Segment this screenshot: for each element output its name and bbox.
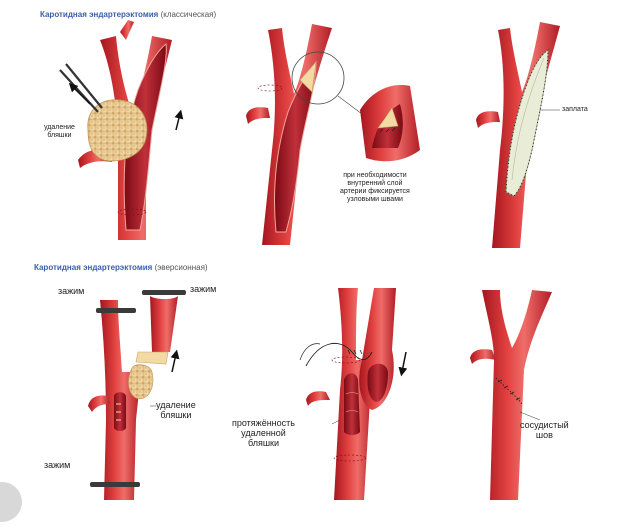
label-vascular-suture: сосудистый шов — [520, 420, 569, 440]
classic-title-text: Каротидная эндартерэктомия — [40, 10, 159, 19]
eversion-section-title: Каротидная эндартерэктомия (эверсионная) — [34, 263, 208, 272]
classic-subtitle-text: (классическая) — [160, 10, 217, 19]
eversion-title-text: Каротидная эндартерэктомия — [34, 263, 153, 272]
label-plaque-removal-bottom: удаление бляшки — [156, 400, 196, 420]
label-clamp-right-top: зажим — [190, 284, 217, 294]
label-plaque-removal-top: удаление бляшки — [44, 124, 75, 139]
label-inner-layer-note: при необходимости внутренний слой артери… — [340, 172, 410, 203]
label-patch: заплата — [562, 106, 588, 113]
label-clamp-bottom: зажим — [44, 460, 71, 470]
clamp-top-left — [96, 308, 136, 313]
classic-section-title: Каротидная эндартерэктомия (классическая… — [40, 10, 216, 19]
classic-step2-artery — [246, 24, 420, 245]
eversion-step2-artery — [299, 288, 408, 500]
label-clamp-left-top: зажим — [58, 286, 85, 296]
eversion-step1-artery — [88, 290, 186, 500]
clamp-top-right — [142, 290, 186, 295]
classic-step3-artery — [476, 22, 560, 248]
classic-step1-artery — [59, 20, 184, 240]
floating-round-button[interactable] — [0, 482, 22, 522]
label-removed-plaque-extent: протяжённость удаленной бляшки — [232, 418, 295, 448]
eversion-step3-artery — [470, 290, 552, 500]
eversion-subtitle-text: (эверсионная) — [154, 263, 208, 272]
clamp-bottom — [90, 482, 140, 487]
